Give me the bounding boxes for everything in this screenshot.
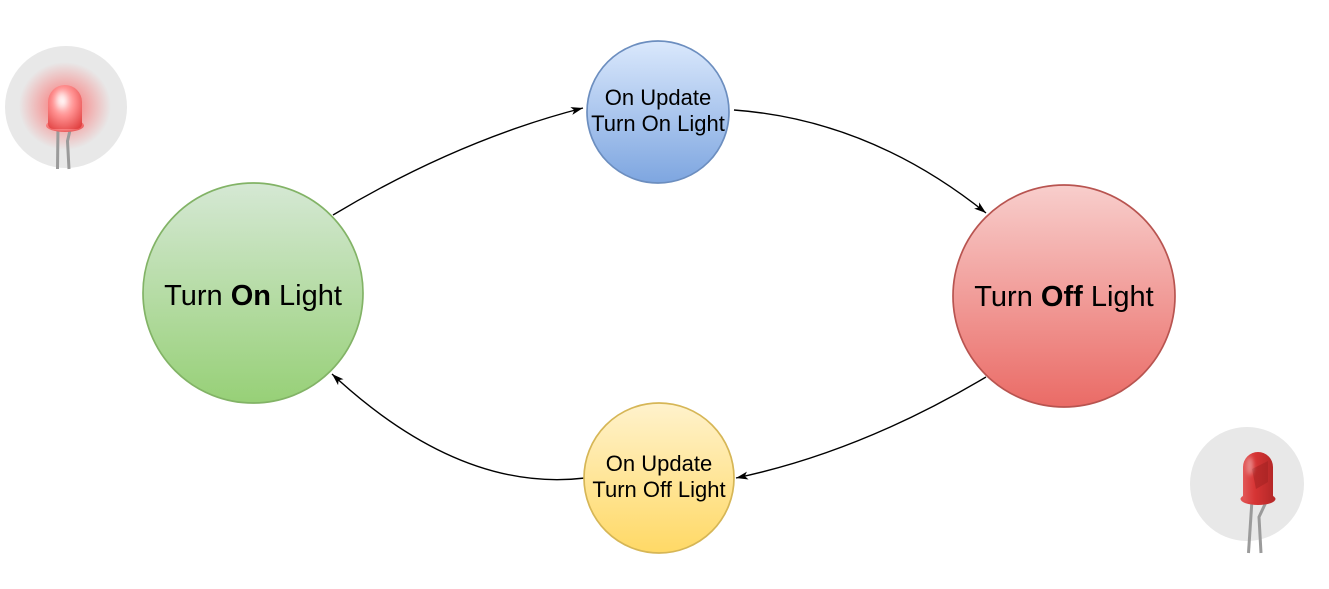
label-text: Light xyxy=(270,280,342,312)
label-text: Turn xyxy=(974,281,1041,313)
state-circle-on-update-turn-on xyxy=(586,40,730,184)
label-text: Light xyxy=(1082,281,1154,313)
led-off-highlight xyxy=(1246,457,1254,475)
label-text: Turn xyxy=(164,280,231,312)
label-line-1: On Update xyxy=(605,451,713,476)
state-label-turn-on-light: Turn On Light xyxy=(164,279,342,313)
label-line-2: Turn On Light xyxy=(591,111,725,136)
label-line-1: On Update xyxy=(604,85,712,110)
state-circle-turn-on-light xyxy=(142,182,364,404)
led-on-highlight xyxy=(54,88,69,112)
label-text-bold: Off xyxy=(1040,281,1083,313)
led-off-wire-left xyxy=(1247,499,1254,554)
arrow-on-update-off-to-turn-on xyxy=(331,373,586,481)
label-text-bold: On xyxy=(230,280,271,312)
led-on-image xyxy=(5,46,127,170)
led-off-wire-right xyxy=(1257,499,1269,554)
arrow-on-update-on-to-turn-off xyxy=(733,109,987,214)
led-off-image xyxy=(1190,427,1304,554)
arrow-turn-off-to-on-update-off xyxy=(735,376,987,480)
state-circle-turn-off-light xyxy=(952,184,1176,408)
state-circle-on-update-turn-off xyxy=(583,402,735,554)
led-off-inner-shade xyxy=(1252,461,1268,489)
arrow-turn-on-to-on-update-on xyxy=(332,107,584,216)
led-on-wire-left xyxy=(56,125,60,170)
state-label-turn-off-light: Turn Off Light xyxy=(974,280,1153,314)
state-label-on-update-turn-off: On Update Turn Off Light xyxy=(592,451,725,503)
state-label-on-update-turn-on: On Update Turn On Light xyxy=(591,85,725,137)
label-line-2: Turn Off Light xyxy=(592,477,726,502)
